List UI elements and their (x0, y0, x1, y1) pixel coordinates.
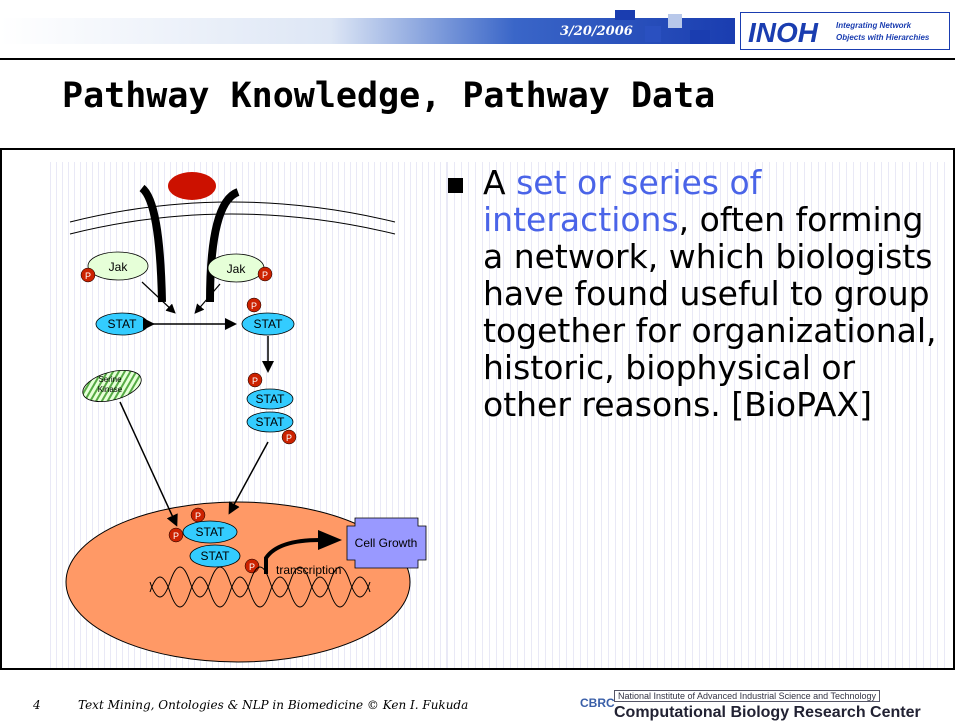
inoh-logo: INOH Integrating Network Objects with Hi… (740, 12, 950, 50)
logo-tagline-1: Integrating Network (836, 21, 912, 30)
serine-kinase (82, 370, 142, 402)
dna-strand-b (149, 566, 371, 598)
cbrc-institute: National Institute of Advanced Industria… (614, 690, 881, 702)
header-band (0, 10, 735, 44)
p-dimer-bottom (281, 429, 297, 445)
footer-rule (0, 668, 955, 670)
bullet-square-icon (448, 178, 463, 193)
jak-left (87, 251, 149, 281)
stat-right-label: STAT (254, 317, 284, 331)
stat-nuclear-bottom-label: STAT (201, 549, 231, 563)
right-border (953, 150, 955, 668)
receptor-left (139, 184, 166, 303)
arrow-jak-left (141, 281, 176, 314)
jak-stat-pathway-diagram: Jak P Jak P STAT STAT P P STAT STAT P Se… (50, 162, 450, 668)
p-dimer-top (247, 372, 263, 388)
p-stat-right-label: P (251, 301, 257, 311)
ligand (168, 172, 216, 200)
serine-kinase-label-2: Kinase (98, 385, 123, 394)
p-nuclear-left (168, 527, 184, 543)
bullet-text: A set or series of interactions, often f… (483, 164, 943, 423)
title-top-rule (0, 58, 955, 60)
membrane-outer (69, 201, 396, 223)
membrane-inner (69, 213, 396, 235)
stat-dimer-top-label: STAT (256, 392, 286, 406)
dna-strand-a (149, 576, 371, 608)
stat-dimer-bottom (246, 411, 294, 433)
transcription-arrow (264, 538, 321, 574)
stat-nuclear-top (182, 520, 238, 544)
jak-right-label: Jak (227, 262, 247, 276)
arrow-jak-right (194, 283, 221, 314)
stat-right (241, 312, 295, 336)
cbrc-mark: CBRC (580, 696, 615, 710)
stat-nuclear-bottom (189, 544, 241, 568)
p-nuclear-left-label: P (173, 531, 179, 541)
p-dimer-bottom-label: P (286, 433, 292, 443)
p-jak-right-label: P (262, 270, 268, 280)
cell-growth-label: Cell Growth (355, 536, 418, 550)
receptor-right (206, 188, 240, 303)
cell-growth-box (346, 517, 427, 569)
bullet-highlight: set or series of interactions (483, 163, 762, 239)
title-bottom-rule (0, 148, 955, 150)
logo-tagline-2: Objects with Hierarchies (836, 33, 930, 42)
transcription-label: transcription (276, 563, 341, 577)
slide-title: Pathway Knowledge, Pathway Data (62, 76, 716, 116)
bullet-pre: A (483, 163, 517, 202)
serine-kinase-label-1: Serine (98, 375, 122, 384)
p-jak-left (80, 267, 96, 283)
p-dimer-top-label: P (252, 376, 258, 386)
p-stat-right (246, 297, 262, 313)
logo-text: INOH (748, 17, 819, 48)
slide-date: 3/20/2006 (560, 24, 633, 39)
left-border (0, 150, 2, 668)
stat-dimer-top (246, 388, 294, 410)
p-nuclear-top-label: P (195, 511, 201, 521)
p-nuclear-bottom-label: P (249, 562, 255, 572)
arrow-dimer-to-nucleus (228, 441, 269, 515)
jak-left-label: Jak (109, 260, 129, 274)
footer-credit: Text Mining, Ontologies & NLP in Biomedi… (78, 698, 469, 712)
bullet-post: , often forming a network, which biologi… (483, 200, 937, 424)
stat-left-label: STAT (108, 317, 138, 331)
p-jak-right (257, 266, 273, 282)
stat-dimer-bottom-label: STAT (256, 415, 286, 429)
page-number: 4 (33, 698, 41, 712)
stat-nuclear-top-label: STAT (196, 525, 226, 539)
bullet-area: A set or series of interactions, often f… (440, 162, 950, 668)
arrow-kinase-to-nucleus (119, 401, 178, 527)
cbrc-name: Computational Biology Research Center (614, 704, 921, 721)
cbrc-logo: CBRC National Institute of Advanced Indu… (580, 690, 955, 722)
p-jak-left-label: P (85, 271, 91, 281)
transcription-arrowhead (318, 530, 342, 550)
